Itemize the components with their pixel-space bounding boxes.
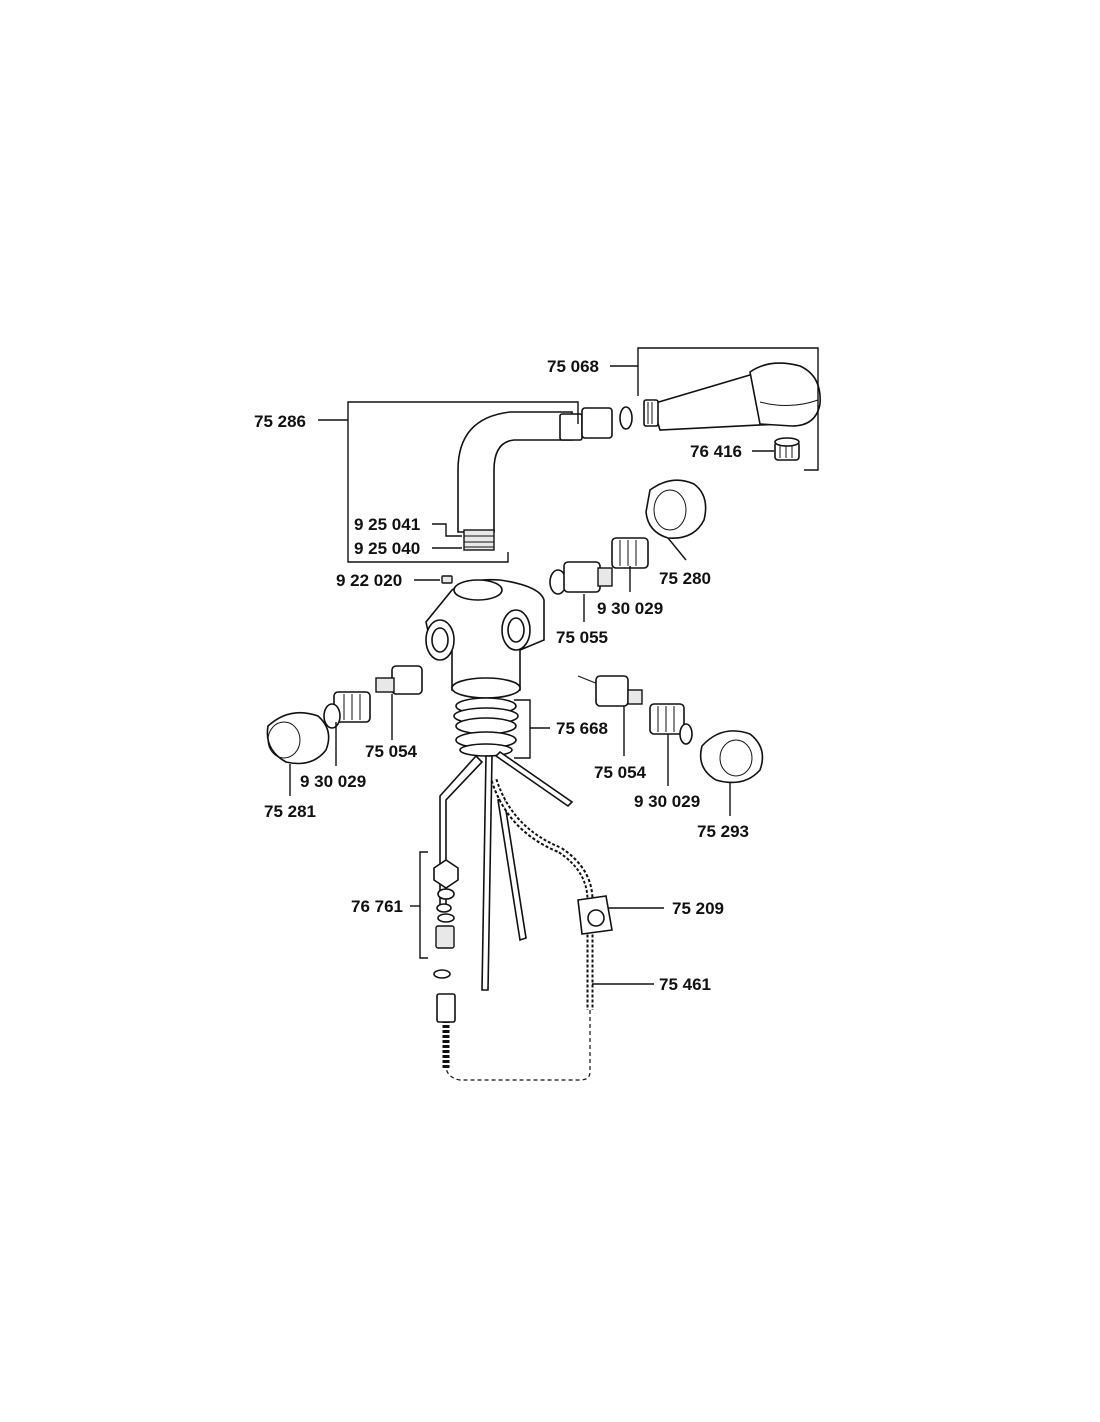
supply-pipes-drawing [439,750,574,991]
handshower-drawing [643,362,821,431]
cartridge-upper-right-drawing [549,479,707,595]
label-mounting-set: 75 668 [556,719,608,738]
label-handle-right-top: 75 280 [659,569,711,588]
cartridge-left-drawing [266,665,423,765]
part-labels: 75 068 75 286 76 416 9 25 041 9 25 040 9… [254,357,749,994]
label-spout-oring-top: 9 25 041 [354,515,420,534]
label-cartridge-right-top: 75 055 [556,628,608,647]
connection-set-drawing [433,859,459,979]
label-handshower: 75 068 [547,357,599,376]
label-connection-set: 76 761 [351,897,403,916]
hose-drawing [436,778,613,1081]
label-hose: 75 461 [659,975,711,994]
label-adapter-left: 9 30 029 [300,772,366,791]
label-aerator: 76 416 [690,442,742,461]
label-spout: 75 286 [254,412,306,431]
label-adapter-right: 9 30 029 [634,792,700,811]
label-cartridge-left: 75 054 [365,742,418,761]
label-hose-weight: 75 209 [672,899,724,918]
cartridge-right-drawing [577,675,764,784]
label-cartridge-right: 75 054 [594,763,647,782]
spout-drawing [457,406,633,551]
mounting-set-drawing [453,697,519,757]
leader-lines [289,347,819,985]
valve-body-drawing [425,578,545,699]
set-screw-drawing [441,575,453,584]
label-adapter-right-top: 9 30 029 [597,599,663,618]
label-handle-right: 75 293 [697,822,749,841]
label-handle-left: 75 281 [264,802,316,821]
label-spout-oring-bottom: 9 25 040 [354,539,420,558]
aerator-drawing [774,437,800,461]
label-set-screw: 9 22 020 [336,571,402,590]
